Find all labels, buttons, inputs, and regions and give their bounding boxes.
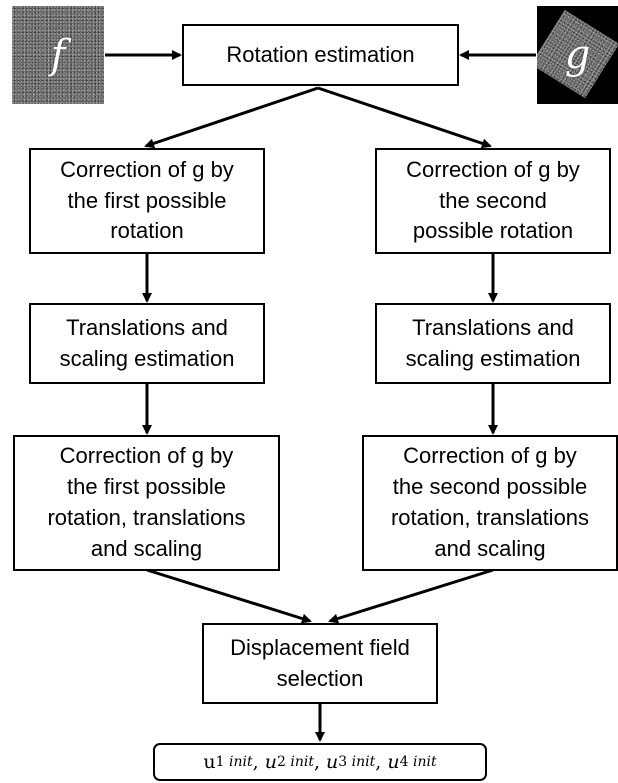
translations-scaling-left-box: Translations and scaling estimation: [29, 303, 265, 384]
output-term-subscript: 3 init: [338, 754, 375, 770]
box-text-line: the second: [439, 187, 547, 213]
output-term-subscript: 1 init: [216, 754, 253, 770]
box-text-line: Translations and: [412, 314, 574, 340]
box-text-line: Correction of g by: [60, 156, 234, 182]
box-text-line: rotation: [110, 218, 184, 244]
box-text-line: and scaling: [90, 535, 203, 561]
output-term-base: u: [203, 751, 216, 773]
box-text-line: possible rotation: [412, 218, 574, 244]
arrow-right-to-selection: [328, 568, 494, 624]
correction-second-full-box: Correction of g by the second possible rot…: [362, 435, 618, 571]
output-separator: ,: [375, 751, 388, 773]
output-term-base: u: [264, 751, 277, 773]
correction-first-rotation-box: Correction of g by the first possible rota…: [29, 148, 265, 254]
box-text-line: Displacement field: [230, 634, 410, 660]
arrow-rotation-to-right: [317, 86, 492, 149]
box-text-line: Rotation estimation: [226, 41, 415, 67]
output-term-index: 1: [215, 754, 225, 770]
box-text-line: rotation, translations: [390, 505, 590, 530]
output-term-tag: init: [229, 754, 253, 770]
box-text-line: the first possible: [67, 474, 226, 500]
output-term-subscript: 2 init: [277, 754, 314, 770]
output-term-subscript: 4 init: [400, 754, 437, 770]
translations-scaling-right-box: Translations and scaling estimation: [375, 303, 611, 384]
box-text-line: selection: [276, 665, 364, 691]
displacement-selection-box: Displacement field selection: [202, 623, 438, 704]
rotation-estimation-box: Rotation estimation: [182, 24, 459, 86]
box-text-line: scaling estimation: [405, 345, 581, 371]
input-image-g: g: [537, 6, 618, 104]
output-term-tag: init: [351, 754, 376, 770]
box-text-line: and scaling: [434, 535, 546, 561]
box-text-line: Correction of g by: [403, 443, 577, 469]
input-image-f: f: [12, 6, 104, 104]
output-term-base: u: [387, 751, 400, 773]
arrow-left-to-selection: [146, 568, 312, 624]
correction-second-rotation-box: Correction of g by the second possible rot…: [375, 148, 611, 254]
output-term-index: 4: [399, 754, 409, 770]
output-term-base: u: [326, 751, 339, 773]
output-term-tag: init: [413, 754, 437, 770]
box-text-line: Correction of g by: [406, 156, 580, 182]
g-label: g: [564, 32, 591, 78]
output-term-tag: init: [290, 754, 314, 770]
box-text-line: scaling estimation: [59, 345, 235, 371]
box-text-line: Correction of g by: [59, 443, 234, 469]
output-term-index: 3: [338, 754, 348, 770]
box-text-line: the first possible: [67, 187, 227, 213]
f-label: f: [50, 32, 66, 78]
noise-texture: [12, 6, 104, 104]
box-text-line: Translations and: [66, 314, 228, 340]
correction-first-full-box: Correction of g by the first possible rota…: [13, 435, 280, 571]
box-text-line: the second possible: [392, 474, 588, 500]
output-separator: ,: [252, 751, 265, 773]
box-text-line: rotation, translations: [47, 505, 246, 530]
output-separator: ,: [313, 751, 327, 773]
output-term-index: 2: [276, 754, 286, 770]
arrow-rotation-to-left: [144, 86, 319, 149]
